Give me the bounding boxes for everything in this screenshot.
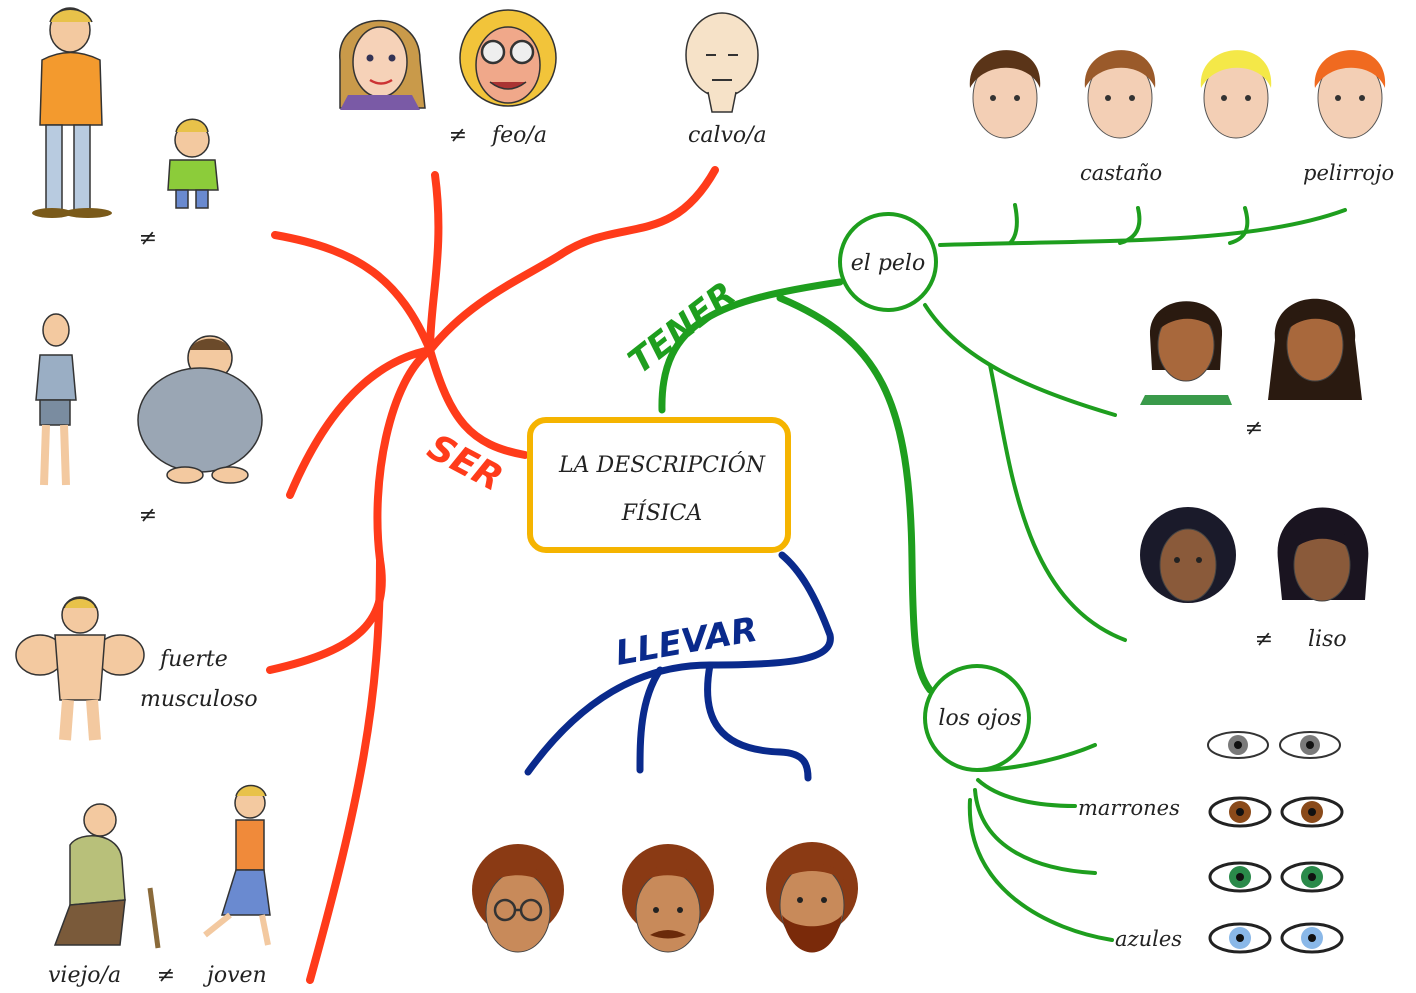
center-title-line1: LA DESCRIPCIÓN xyxy=(558,451,766,478)
eyes-gray-icon xyxy=(1207,731,1341,759)
label-azules: azules xyxy=(1115,927,1182,951)
label-pelirrojo: pelirrojo xyxy=(1303,161,1394,185)
label-ne-age: ≠ xyxy=(157,963,175,988)
center-node: LA DESCRIPCIÓN FÍSICA xyxy=(527,417,791,553)
label-castano: castaño xyxy=(1080,161,1162,185)
node-los-ojos: los ojos xyxy=(938,706,1021,731)
label-joven: joven xyxy=(202,963,267,988)
llevar-branch xyxy=(524,551,834,782)
glasses-face-icon xyxy=(472,844,564,953)
ugly-face-icon xyxy=(459,9,557,107)
beard-face-icon xyxy=(766,842,858,953)
person-thin-icon xyxy=(35,313,77,486)
label-ne-hair: ≠ xyxy=(1245,416,1263,441)
young-boy-icon xyxy=(203,784,271,946)
straight-hair-face-icon xyxy=(1268,298,1362,400)
label-fuerte: fuerte xyxy=(158,647,228,672)
bald-face-icon xyxy=(685,12,759,113)
red-hair-face-icon xyxy=(1314,50,1386,139)
eyes-green-icon xyxy=(1208,861,1344,893)
label-marrones: marrones xyxy=(1078,796,1180,820)
label-feo: feo/a xyxy=(490,123,547,148)
curly-hair-face-icon xyxy=(1140,507,1236,603)
label-ne-tall: ≠ xyxy=(139,226,157,251)
tener-branch xyxy=(658,203,1347,942)
pretty-woman-face-icon xyxy=(339,19,426,110)
mustache-face-icon xyxy=(622,844,714,953)
person-short-icon xyxy=(167,118,219,209)
person-tall-icon xyxy=(32,7,112,218)
label-ne-top: ≠ xyxy=(449,123,467,148)
label-viejo: viejo/a xyxy=(48,963,121,988)
eyes-brown-icon xyxy=(1208,796,1344,828)
ser-branch xyxy=(266,166,719,984)
label-liso: liso xyxy=(1308,627,1347,652)
blond-face-icon xyxy=(1200,50,1272,139)
verb-tener: TENER xyxy=(621,274,744,382)
old-man-icon xyxy=(53,803,161,949)
straight-hair-face-icon xyxy=(1140,301,1232,405)
eyes-blue-icon xyxy=(1208,922,1344,954)
label-calvo: calvo/a xyxy=(688,123,767,148)
label-musculoso: musculoso xyxy=(140,687,258,712)
brown-hair-face-icon xyxy=(969,50,1041,139)
node-el-pelo: el pelo xyxy=(851,251,925,276)
label-ne-liso: ≠ xyxy=(1255,627,1273,652)
label-ne-thin: ≠ xyxy=(139,503,157,528)
person-fat-icon xyxy=(137,335,263,484)
center-title-line2: FÍSICA xyxy=(621,499,702,526)
brown-hair-face-icon xyxy=(1084,50,1156,139)
straight-hair-face-icon xyxy=(1277,507,1369,602)
person-muscular-icon xyxy=(15,596,145,741)
verb-ser: SER xyxy=(421,427,509,500)
